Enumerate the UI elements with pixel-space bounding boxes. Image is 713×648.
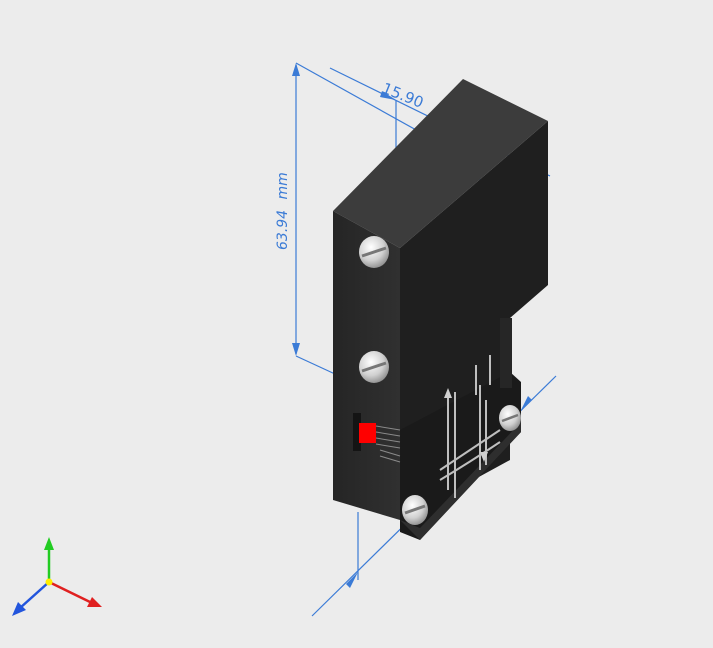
height-arrow-bottom [292,343,300,356]
screw-middle [359,351,389,383]
screw-bottom [402,495,428,525]
led-pins [375,425,401,463]
model-top-face [333,79,548,248]
mechanism-details [439,355,501,498]
model-rear-pillar [500,318,512,388]
screw-rear [499,405,521,431]
screw-top [359,236,389,268]
mechanism-arrow-up [444,388,452,398]
mechanism-arrow-down [480,452,488,462]
z-axis-arrow [12,602,26,616]
height-arrow-top [292,63,300,76]
y-axis-arrow [44,537,54,550]
height-value-label: 63.94 mm [275,172,291,250]
z-axis-line [19,581,50,609]
width-value-label: 15.90 [380,79,427,112]
x-axis-arrow [87,597,102,607]
height-extension-bottom [295,355,336,375]
axis-triad[interactable] [12,537,102,616]
connector-model[interactable] [333,79,548,540]
model-base-plate [400,422,521,540]
depth-arrow-bottom [346,572,358,588]
led-housing [353,413,361,451]
depth-arrow-top [520,396,532,412]
x-axis-line [48,580,91,604]
axis-origin [45,578,53,586]
led-indicator [359,423,376,443]
width-arrow-left [380,91,396,100]
